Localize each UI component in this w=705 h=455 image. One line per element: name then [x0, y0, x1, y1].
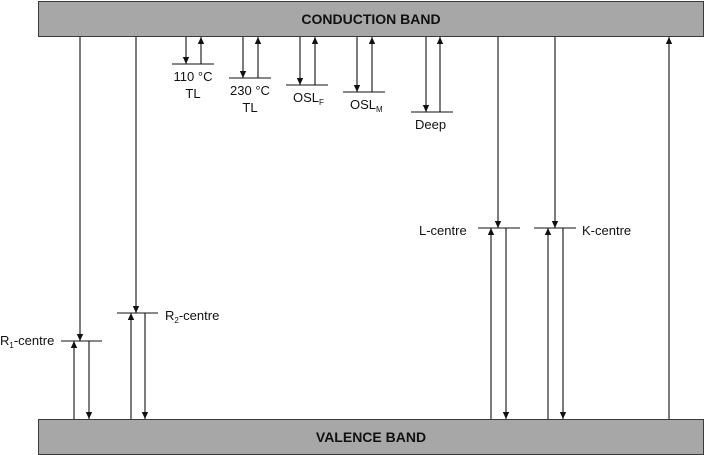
r2-sub: 2 — [174, 316, 179, 325]
oslm-sub: M — [376, 105, 383, 114]
oslf-sub: F — [319, 98, 324, 107]
r1-main: R — [0, 333, 10, 348]
k-centre-label: K-centre — [582, 222, 631, 239]
r2-main: R — [165, 308, 175, 323]
l-centre-text: L-centre — [419, 223, 467, 238]
r2-suffix: -centre — [178, 308, 220, 323]
tl230-temp: 230 °C — [230, 83, 270, 98]
oslf-main: OSL — [293, 90, 320, 105]
oslm-main: OSL — [350, 97, 377, 112]
oslm-label: OSLM — [350, 96, 383, 114]
deep-text: Deep — [415, 117, 447, 132]
r1-sub: 1 — [9, 341, 14, 350]
tl110-type: TL — [185, 86, 201, 101]
tl230-label: 230 °C TL — [223, 82, 277, 116]
l-centre-label: L-centre — [419, 222, 467, 239]
tl110-temp: 110 °C — [173, 69, 213, 84]
r2-centre-label: R2-centre — [165, 307, 220, 325]
oslf-label: OSLF — [293, 89, 324, 107]
tl110-label: 110 °C TL — [166, 68, 220, 102]
k-centre-text: K-centre — [582, 223, 632, 238]
conduction-band-label: CONDUCTION BAND — [301, 11, 441, 27]
r1-centre-label: R1-centre — [0, 332, 55, 350]
deep-label: Deep — [415, 116, 446, 133]
valence-band-label: VALENCE BAND — [315, 429, 427, 445]
conduction-band: CONDUCTION BAND — [38, 1, 704, 37]
r1-suffix: -centre — [13, 333, 55, 348]
tl230-type: TL — [242, 100, 258, 115]
